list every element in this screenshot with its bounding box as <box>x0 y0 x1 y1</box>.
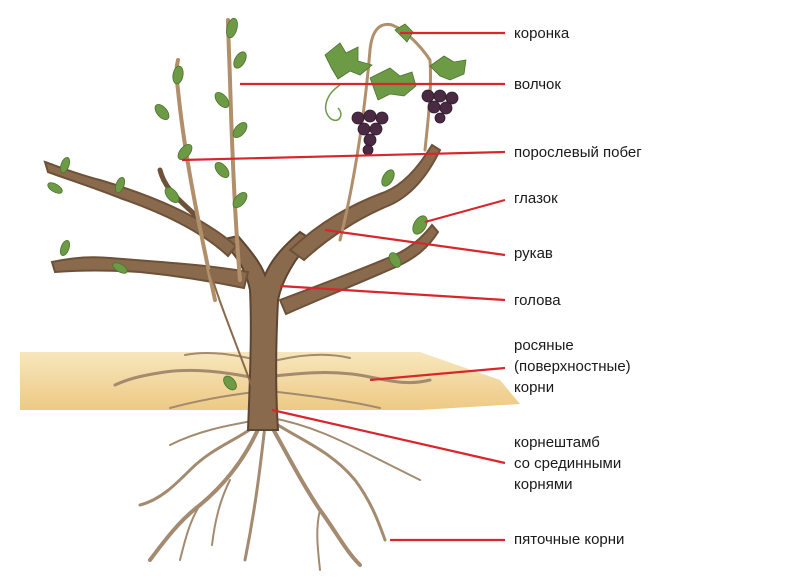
branches <box>43 143 442 316</box>
leader-line-poroslevy <box>181 150 506 162</box>
label-kornestamb-line3: корнями <box>514 476 573 493</box>
grape-clusters <box>351 89 459 156</box>
label-rosyanye-line2: (поверхностные) <box>514 358 631 375</box>
label-golova: голова <box>514 292 561 309</box>
leader-line-kornestamb <box>271 408 506 465</box>
label-koronka: коронка <box>514 25 570 42</box>
label-volchok: волчок <box>514 76 561 93</box>
label-glazok: глазок <box>514 190 558 207</box>
label-rosyanye-line3: корни <box>514 379 555 396</box>
label-kornestamb: корнештамб со срединными корнями <box>514 432 621 495</box>
label-rosyanye-korni: росяные (поверхностные) корни <box>514 335 631 398</box>
leader-line-rukav <box>324 228 506 257</box>
label-pyatochnye-korni: пяточные корни <box>514 531 625 548</box>
trunk <box>217 230 314 431</box>
tendril <box>324 84 342 122</box>
leader-line-glazok <box>424 198 506 224</box>
label-poroslevy-pobeg: порослевый побег <box>514 144 642 161</box>
label-kornestamb-line1: корнештамб <box>514 434 600 451</box>
leader-line-rosyanye <box>369 366 506 382</box>
leader-lines <box>181 31 506 542</box>
leaves <box>47 17 467 391</box>
roots <box>113 351 432 571</box>
leader-line-golova <box>279 284 506 302</box>
label-rosyanye-line1: росяные <box>514 337 574 354</box>
label-rukav: рукав <box>514 245 553 262</box>
label-kornestamb-line2: со срединными <box>514 455 622 472</box>
